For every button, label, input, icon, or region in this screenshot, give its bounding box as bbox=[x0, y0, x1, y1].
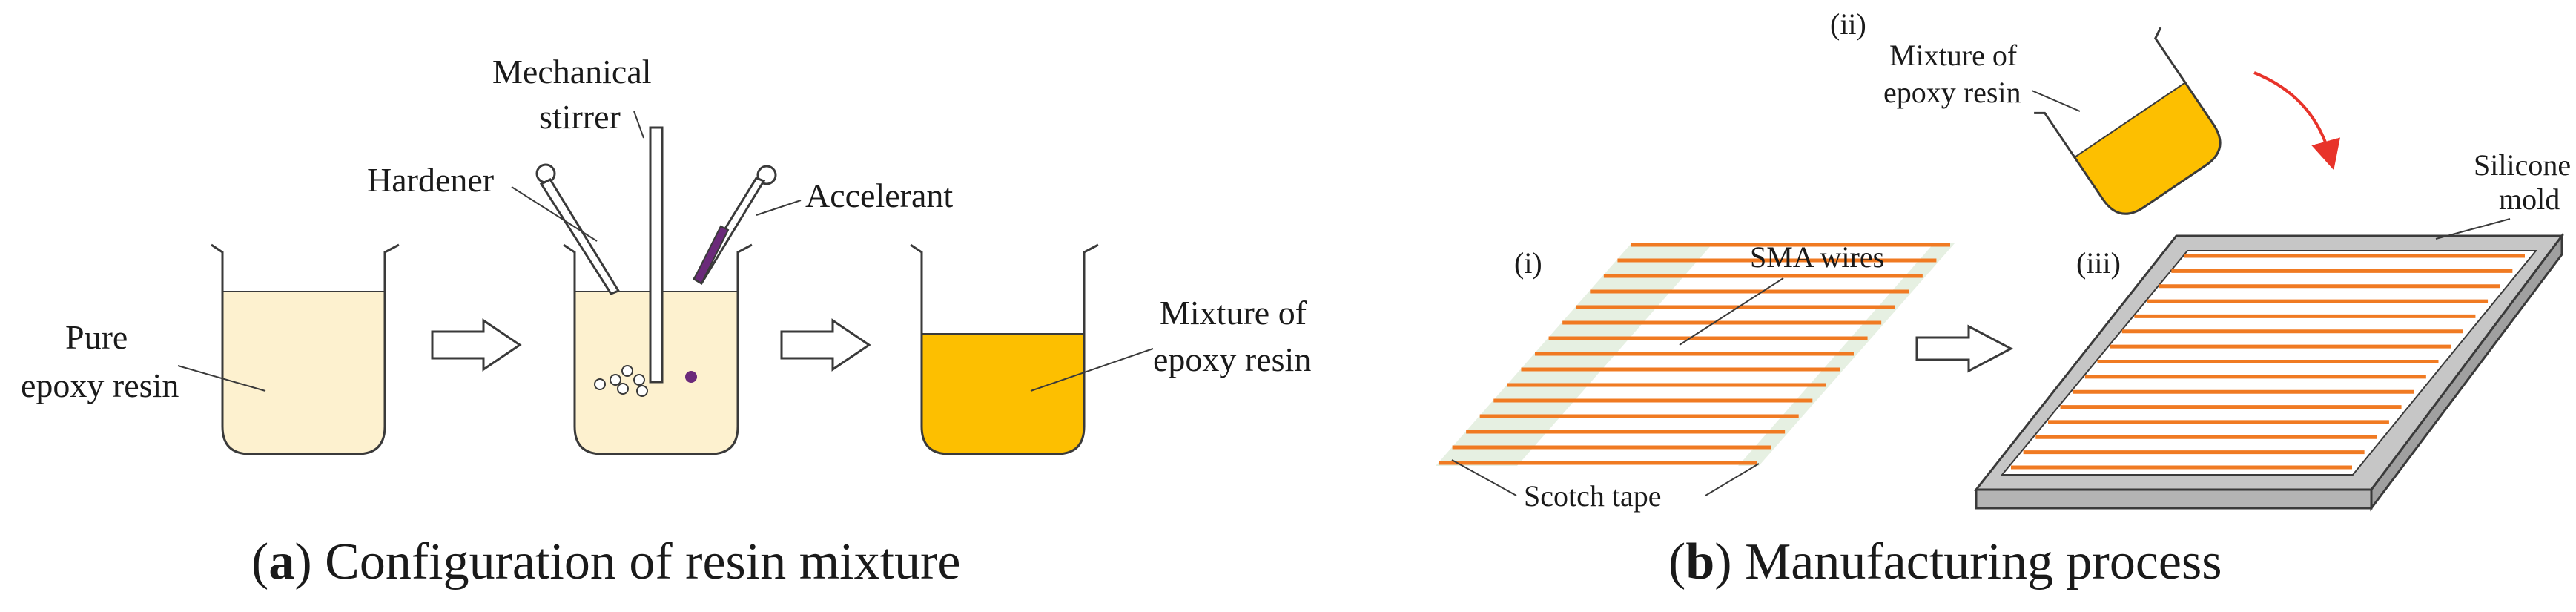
beaker-mixture bbox=[910, 243, 1099, 455]
mechanical-stirrer bbox=[649, 126, 664, 384]
sma-wires-leader bbox=[1679, 277, 1784, 346]
hardener-label: Hardener bbox=[367, 161, 494, 199]
mixture-liquid bbox=[922, 334, 1084, 454]
mold-label-line2: mold bbox=[2499, 182, 2560, 216]
hardener-pipette bbox=[535, 163, 621, 295]
mixture-label-line2: epoxy resin bbox=[1153, 340, 1311, 378]
accelerant-leader bbox=[756, 200, 802, 216]
accelerant-label: Accelerant bbox=[805, 177, 953, 214]
panel-b-caption-letter: b bbox=[1685, 533, 1714, 590]
hardener-bubbles bbox=[594, 365, 648, 397]
process-arrow-3 bbox=[1915, 324, 2014, 373]
panel-b-caption-text: Manufacturing process bbox=[1745, 533, 2222, 590]
beaker-pure-resin bbox=[211, 243, 400, 455]
mixture-label-line1: Mixture of bbox=[1160, 294, 1307, 332]
process-arrow-2 bbox=[780, 318, 871, 372]
scotch-tape-leader-right bbox=[1705, 463, 1760, 496]
accelerant-drop bbox=[685, 371, 697, 383]
panel-a-caption: (a) Configuration of resin mixture bbox=[251, 533, 960, 590]
pure-resin-leader bbox=[177, 365, 266, 392]
stirrer-leader bbox=[633, 111, 644, 139]
step-i-label: (i) bbox=[1514, 246, 1542, 280]
mixture-leader bbox=[1030, 348, 1154, 392]
pure-resin-label-line1: Pure bbox=[65, 318, 128, 356]
mold-leader bbox=[2435, 218, 2511, 240]
stirrer-label-line2: stirrer bbox=[539, 98, 621, 136]
panel-a: Pure epoxy resin Hardener bbox=[21, 53, 1311, 590]
beaker-outline bbox=[211, 243, 400, 455]
panel-a-caption-text: Configuration of resin mixture bbox=[325, 533, 960, 590]
sma-wires-i bbox=[1439, 243, 1950, 465]
pouring-beaker bbox=[2034, 27, 2222, 215]
scotch-tape-leader-left bbox=[1451, 459, 1517, 496]
panel-b: (i) SMA wires Scotch tape (ii) Mixture o… bbox=[1436, 7, 2571, 590]
panel-a-caption-letter: a bbox=[268, 533, 294, 590]
mold-front-face bbox=[1975, 488, 2373, 510]
stirrer-label-line1: Mechanical bbox=[492, 53, 652, 91]
sma-wire-sheet bbox=[1436, 243, 1955, 466]
sma-wires-label: SMA wires bbox=[1750, 240, 1884, 274]
pour-direction-arrow bbox=[2253, 71, 2340, 171]
step-iii-label: (iii) bbox=[2076, 246, 2121, 280]
silicone-mold bbox=[1973, 232, 2565, 512]
pour-mixture-leader bbox=[2031, 90, 2081, 112]
pure-resin-liquid bbox=[222, 292, 385, 454]
sma-wires-iii bbox=[2011, 254, 2525, 470]
pure-resin-label-line2: epoxy resin bbox=[21, 366, 179, 404]
pour-mixture-label-line1: Mixture of bbox=[1889, 39, 2018, 72]
process-arrow-1 bbox=[431, 318, 522, 372]
beaker-outline bbox=[563, 243, 753, 455]
hardener-leader bbox=[511, 186, 598, 242]
panel-b-caption: (b) Manufacturing process bbox=[1668, 533, 2222, 590]
mold-label-line1: Silicone bbox=[2474, 148, 2571, 182]
scotch-tape-label: Scotch tape bbox=[1524, 479, 1662, 513]
beaker-outline bbox=[910, 243, 1099, 455]
accelerant-pipette bbox=[692, 165, 777, 286]
step-ii-label: (ii) bbox=[1830, 7, 1866, 41]
mold-side-face bbox=[2370, 232, 2563, 512]
pour-mixture-label-line2: epoxy resin bbox=[1883, 76, 2021, 109]
